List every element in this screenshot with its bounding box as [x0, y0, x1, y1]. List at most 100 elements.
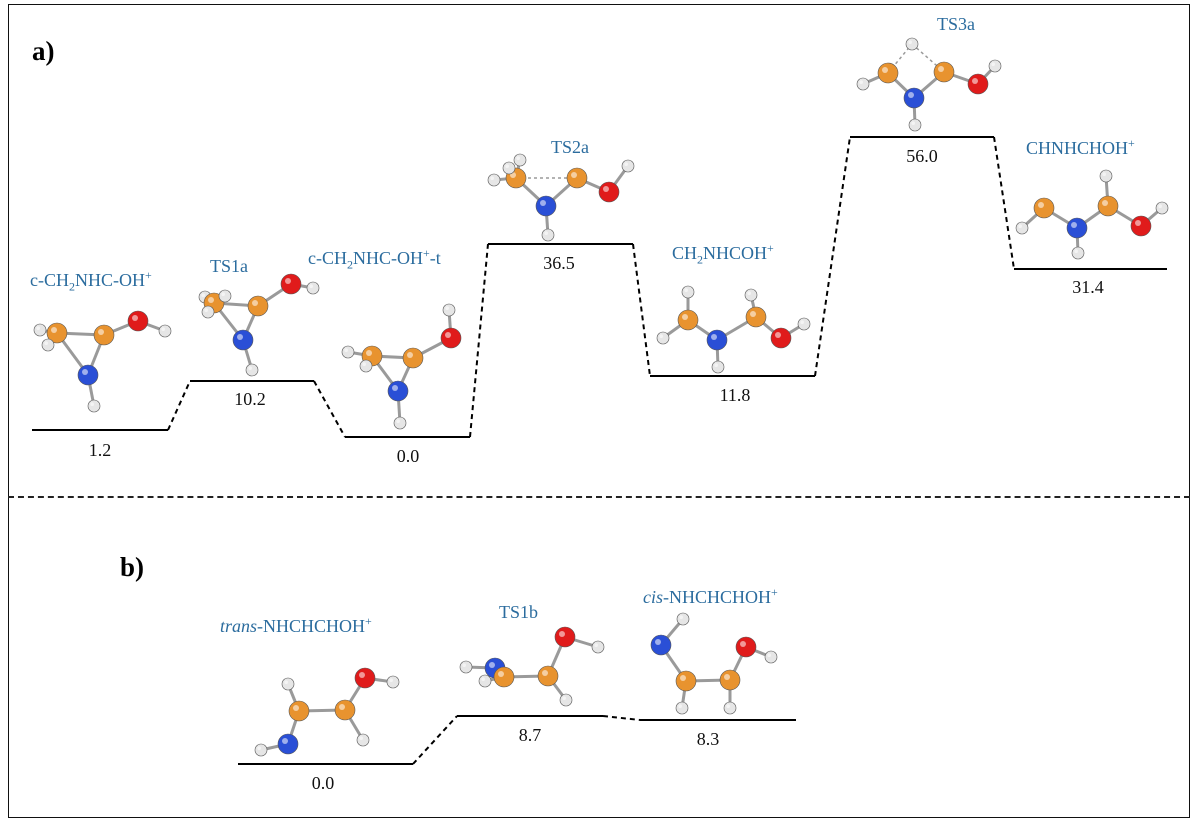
atom-c	[677, 309, 699, 331]
atom-h	[487, 173, 501, 187]
atom-h	[1099, 169, 1113, 183]
atom-h	[359, 359, 373, 373]
atom-highlight	[389, 678, 394, 682]
atom-highlight	[540, 200, 546, 206]
molecule-ts3a	[856, 37, 1002, 132]
atom-highlight	[1038, 202, 1044, 208]
atom-highlight	[882, 67, 888, 73]
atom-highlight	[161, 327, 165, 332]
atom-highlight	[309, 284, 314, 289]
atom-highlight	[1018, 224, 1022, 228]
atom-h	[356, 733, 370, 747]
atom-highlight	[489, 662, 495, 668]
atom-highlight	[462, 663, 467, 667]
molecule-trans-nhchchoh	[254, 667, 400, 757]
atom-h	[245, 363, 259, 377]
atom-o	[554, 626, 576, 648]
atom-h	[591, 640, 605, 654]
atom-highlight	[282, 738, 288, 744]
atom-highlight	[740, 641, 746, 647]
atom-c	[933, 61, 955, 83]
atom-highlight	[655, 639, 661, 645]
atom-c	[719, 669, 741, 691]
atom-h	[1155, 201, 1169, 215]
atom-highlight	[594, 643, 598, 647]
atom-o	[127, 310, 149, 332]
atom-h	[988, 59, 1002, 73]
atom-highlight	[284, 680, 289, 684]
atom-h	[764, 650, 778, 664]
connector-b2	[602, 715, 641, 721]
atom-n	[903, 87, 925, 109]
connector-a6	[993, 136, 1015, 270]
atom-highlight	[359, 736, 364, 740]
atom-highlight	[859, 80, 863, 84]
atom-highlight	[36, 326, 40, 331]
atom-h	[676, 612, 690, 626]
atom-highlight	[659, 334, 663, 339]
energy-c-ch2nhc-oh: 1.2	[88, 440, 112, 460]
atom-highlight	[445, 332, 451, 338]
atom-n	[277, 733, 299, 755]
atom-o	[770, 327, 792, 349]
atom-h	[711, 360, 725, 374]
panel-divider	[8, 496, 1190, 498]
label-trans-nhchchoh: trans-NHCHCHOH+	[220, 614, 372, 636]
atom-highlight	[498, 671, 504, 677]
atom-highlight	[359, 672, 365, 678]
connector-b1	[412, 715, 458, 765]
atom-highlight	[344, 348, 349, 353]
atom-highlight	[544, 231, 548, 235]
energy-ch2nhcoh: 11.8	[719, 385, 751, 405]
atom-h	[656, 331, 670, 345]
atom-highlight	[82, 369, 88, 375]
label-chnhchoh: CHNHCHOH+	[1026, 136, 1135, 158]
atom-c	[93, 324, 115, 346]
atom-h	[1015, 221, 1029, 235]
molecule-ch2nhcoh	[656, 285, 811, 374]
atom-h	[393, 416, 407, 430]
atom-h	[908, 118, 922, 132]
atom-highlight	[682, 314, 688, 320]
atom-highlight	[562, 696, 566, 700]
atom-h	[856, 77, 870, 91]
atom-c	[1097, 195, 1119, 217]
atom-highlight	[252, 300, 258, 306]
atom-h	[502, 161, 516, 175]
atom-h	[681, 285, 695, 299]
atom-highlight	[51, 327, 57, 333]
atom-c	[334, 699, 356, 721]
panel-b-label: b)	[120, 552, 145, 582]
atom-highlight	[714, 363, 718, 368]
label-c-ch2nhc-oh-t: c-CH2NHC-OH+-t	[308, 246, 441, 272]
atom-highlight	[908, 40, 912, 44]
molecule-c-ch2nhc-oh-t	[341, 303, 462, 430]
molecule-cis-nhchchoh	[650, 612, 778, 715]
atom-highlight	[362, 362, 367, 367]
atom-n	[1066, 217, 1088, 239]
atom-h	[41, 338, 55, 352]
atom-c	[493, 666, 515, 688]
molecule-chnhchoh	[1015, 169, 1169, 260]
atom-h	[218, 289, 232, 303]
molecule-ts1a	[198, 273, 320, 377]
energy-cis: 8.3	[696, 729, 720, 749]
atom-h	[675, 701, 689, 715]
label-c-ch2nhc-oh: c-CH2NHC-OH+	[30, 268, 152, 294]
atom-highlight	[911, 121, 915, 125]
molecule-ts1b	[459, 626, 605, 707]
atom-n	[706, 329, 728, 351]
atom-highlight	[201, 293, 205, 298]
atom-highlight	[724, 674, 730, 680]
atom-c	[566, 167, 588, 189]
bond	[911, 43, 945, 73]
atom-highlight	[603, 186, 609, 192]
atom-o	[354, 667, 376, 689]
atom-c	[1033, 197, 1055, 219]
atom-highlight	[221, 292, 225, 297]
atom-highlight	[680, 675, 686, 681]
atom-h	[386, 675, 400, 689]
atom-h	[559, 693, 573, 707]
atom-highlight	[505, 164, 510, 168]
